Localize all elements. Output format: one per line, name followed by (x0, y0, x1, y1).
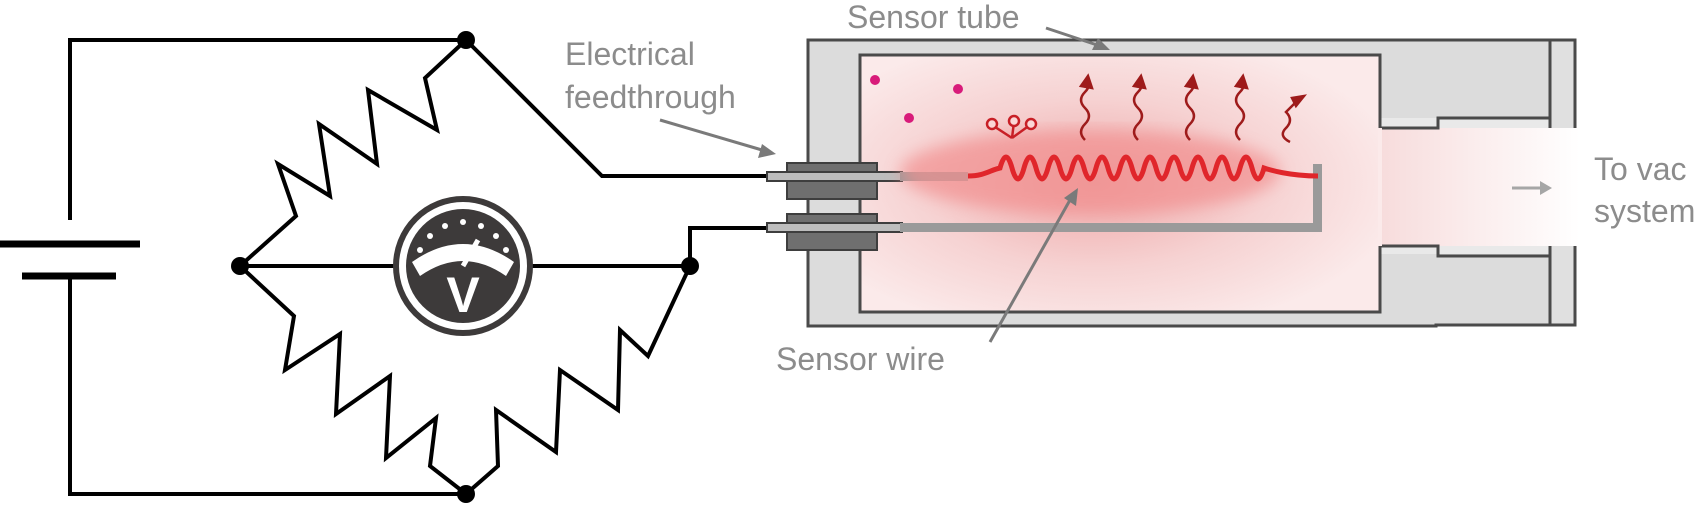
wire-to-feedthrough-upper (464, 38, 800, 178)
label-sensor-tube: Sensor tube (847, 0, 1020, 35)
gas-molecule-icon (904, 113, 914, 123)
label-to-vac-line1: To vac (1594, 151, 1686, 187)
label-to-vac-line2: system (1594, 193, 1695, 229)
battery-icon (0, 240, 140, 280)
heat-arrows (1078, 73, 1308, 144)
heat-arrow-icon (1131, 73, 1147, 141)
heat-arrow-icon (1078, 73, 1094, 141)
sensor-wire (900, 130, 1319, 214)
label-sensor-wire: Sensor wire (776, 341, 945, 377)
top-supply-wire (68, 38, 466, 220)
resistor-bottom-left (238, 264, 468, 496)
resistor-bottom-right (464, 265, 692, 496)
heat-arrow-icon (1281, 94, 1308, 144)
annotation-labels: Sensor tube Electrical feedthrough Senso… (565, 0, 1695, 377)
node-left (231, 257, 249, 275)
gas-molecule-icon (870, 75, 880, 85)
label-feedthrough-line1: Electrical (565, 36, 695, 72)
wire-to-feedthrough-lower (688, 226, 770, 266)
voltmeter-symbol: V (446, 267, 480, 323)
bridge-circuit: V (0, 31, 800, 503)
node-bottom (457, 485, 475, 503)
heat-arrow-icon (1233, 73, 1249, 141)
resistor-top-left (238, 38, 468, 268)
voltmeter-icon: V (393, 196, 533, 336)
bottom-supply-wire (68, 278, 466, 496)
node-right (681, 257, 699, 275)
electrical-feedthrough (766, 162, 1322, 251)
gas-molecule-icon (953, 84, 963, 94)
heat-arrow-icon (1183, 73, 1199, 141)
node-top (457, 31, 475, 49)
flow-arrow-icon (1512, 181, 1552, 195)
label-feedthrough-line2: feedthrough (565, 79, 736, 115)
gas-particles (870, 75, 963, 123)
gas-molecule-icon (985, 114, 1038, 140)
